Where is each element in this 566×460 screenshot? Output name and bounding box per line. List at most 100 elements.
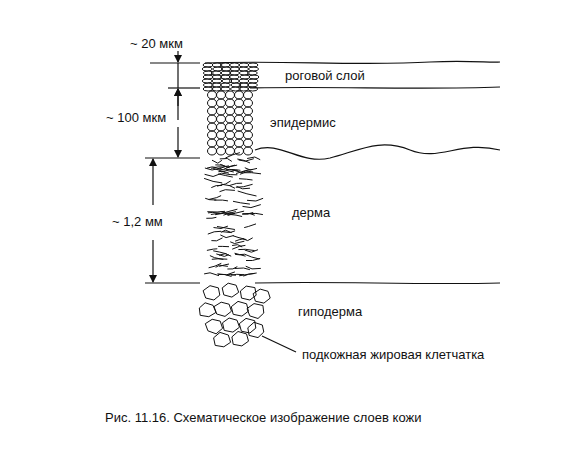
dermis-fibre — [213, 251, 227, 254]
dermis-fibre — [230, 241, 244, 243]
leader-line — [262, 336, 296, 352]
epidermis-cell — [208, 107, 217, 115]
corneum-scale — [229, 75, 239, 79]
dermis-fibre — [243, 205, 261, 208]
dermis-fibre — [235, 253, 245, 254]
dermis-fibre — [218, 246, 229, 247]
dermis-fibre — [233, 236, 247, 240]
dermis-hypoderm-boundary — [255, 282, 500, 283]
dermis-fibre — [218, 174, 233, 177]
corneum-scale — [239, 79, 249, 83]
corneum-scale — [240, 75, 250, 79]
corneum-scale — [211, 71, 221, 75]
dermis-fibre — [208, 231, 221, 234]
epidermis-cell — [235, 139, 244, 147]
epidermis-cell — [226, 131, 235, 139]
dimension-label: ~ 20 мкм — [128, 36, 185, 51]
dermis-fibre — [221, 173, 237, 175]
fat-cell — [253, 289, 270, 303]
epidermis-cell — [226, 123, 235, 131]
fat-cell — [239, 318, 256, 333]
epidermis-cell — [244, 139, 253, 147]
corneum-scale — [248, 87, 258, 91]
dimension-tick — [168, 87, 200, 88]
corneum-scale — [229, 71, 239, 75]
dermis-fibre — [221, 230, 232, 233]
corneum-scale — [202, 79, 212, 83]
epidermis-cell — [226, 99, 235, 107]
dermis-fibre — [243, 273, 256, 276]
corneum-scale — [220, 83, 230, 87]
epidermis-cell — [226, 147, 235, 155]
epidermis-cell — [235, 123, 244, 131]
dermis-fibre — [211, 186, 222, 188]
epidermis-cell — [244, 115, 253, 123]
dimension-label: ~ 1,2 мм — [110, 214, 165, 229]
layer-name: гиподерма — [296, 304, 364, 319]
dimension-tick — [145, 157, 200, 158]
dermis-fibre — [244, 224, 256, 228]
epidermis-cell — [208, 139, 217, 147]
dermis-fibre — [246, 266, 261, 269]
corneum-scale — [229, 79, 239, 83]
epidermis-cell — [244, 99, 253, 107]
dermis-fibre — [233, 201, 250, 204]
corneum-scale — [249, 75, 259, 79]
dermis-fibre — [240, 171, 253, 174]
fat-cell — [232, 332, 249, 346]
dermis-fibre — [207, 211, 225, 213]
epidermis-cell — [235, 99, 244, 107]
dermis-fibre — [247, 157, 260, 160]
epidermis-cell — [208, 91, 217, 99]
figure-caption: Рис. 11.16. Схематическое изображение сл… — [103, 410, 423, 425]
corneum-scale — [220, 87, 230, 91]
dermis-fibre — [209, 263, 222, 268]
epidermis-cell — [217, 147, 226, 155]
fat-cell — [199, 303, 216, 317]
epidermis-cell — [226, 139, 235, 147]
epidermis-cell — [217, 115, 226, 123]
epidermis-cell — [208, 131, 217, 139]
dimension-line — [177, 63, 178, 88]
dermis-fibre — [239, 179, 253, 180]
corneum-scale — [248, 79, 258, 83]
part-name: подкожная жировая клетчатка — [300, 347, 486, 362]
corneum-scale — [248, 63, 258, 67]
dimension-tick — [145, 282, 200, 283]
dermis-fibre — [224, 165, 237, 169]
fat-cell — [205, 319, 222, 334]
dermis-fibre — [242, 213, 253, 215]
dermis-fibre — [246, 258, 260, 260]
epidermis-cell — [235, 107, 244, 115]
dermis-fibre — [206, 217, 216, 218]
epidermis-cell — [235, 131, 244, 139]
dermis-fibre — [209, 196, 222, 200]
fat-cell — [214, 332, 231, 346]
dermis-fibre — [232, 245, 242, 247]
dermis-fibre — [228, 211, 245, 215]
dermis-fibre — [207, 249, 217, 251]
fat-cell — [203, 286, 220, 300]
dimension-tick — [150, 62, 200, 63]
dermis-fibre — [216, 254, 229, 257]
epidermis-cell — [244, 91, 253, 99]
epidermis-dermis-boundary — [255, 145, 500, 159]
dermis-fibre — [232, 245, 245, 249]
epidermis-cell — [244, 123, 253, 131]
epidermis-cell — [217, 139, 226, 147]
corneum-scale — [202, 67, 212, 71]
dermis-fibre — [225, 153, 240, 158]
fat-cell — [248, 322, 264, 337]
corneum-scale — [247, 83, 257, 87]
dermis-fibre — [210, 256, 224, 260]
fat-cell — [214, 302, 232, 316]
layer-name: роговой слой — [283, 68, 367, 83]
dermis-fibre — [212, 160, 222, 163]
corneum-scale — [239, 63, 249, 67]
dermis-fibre — [217, 227, 235, 230]
epidermis-cell — [235, 91, 244, 99]
dermis-fibre — [227, 267, 237, 269]
epidermis-cell — [226, 91, 235, 99]
dermis-fibre — [220, 235, 233, 238]
dermis-fibre — [220, 190, 235, 192]
